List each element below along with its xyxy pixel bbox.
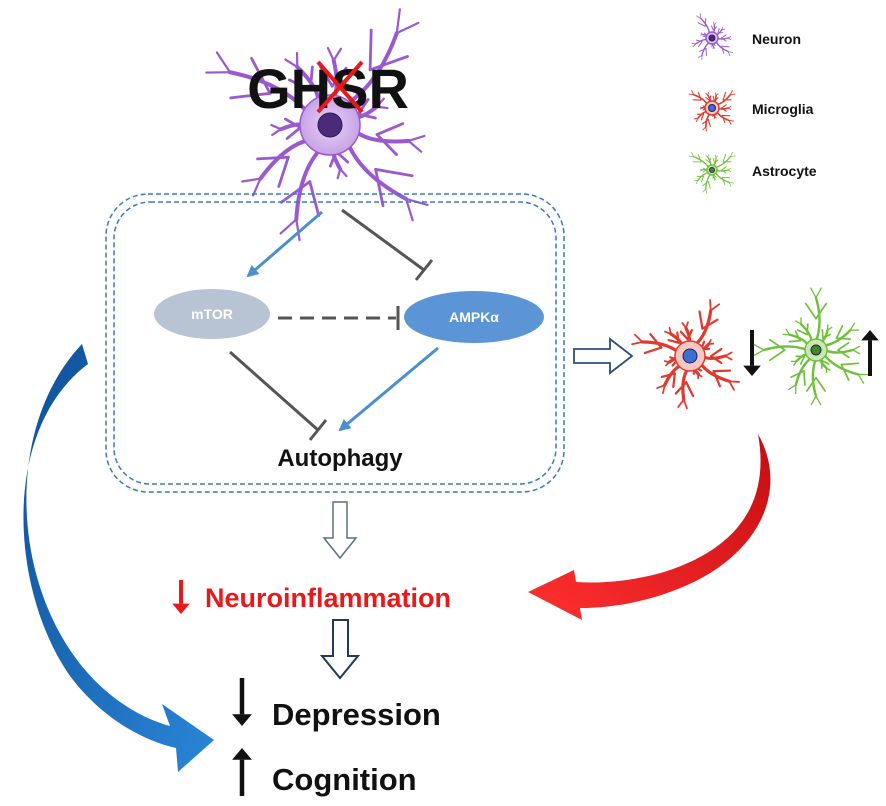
ampk-node [404, 291, 544, 343]
ampk-label: AMPKα [449, 309, 499, 325]
legend: Neuron Microglia Astrocyte [688, 13, 817, 194]
astrocyte-icon [753, 287, 870, 406]
astrocyte-up-arrow [861, 330, 879, 376]
ampk-to-autophagy-arrow [338, 346, 439, 432]
blue-curved-arrow [23, 344, 215, 772]
microglia-down-arrow [743, 330, 761, 376]
neuroinflammation-label: Neuroinflammation [205, 583, 451, 613]
legend-astrocyte-label: Astrocyte [752, 163, 817, 179]
microglia-icon [631, 299, 740, 410]
legend-astrocyte-icon [688, 151, 736, 194]
mtor-inhibits-autophagy [229, 350, 328, 441]
ghsr-to-mtor-arrow [246, 210, 323, 278]
ghsr-inhibits-ampk [341, 208, 434, 281]
depression-down-arrow [232, 678, 252, 726]
legend-microglia-label: Microglia [752, 101, 814, 117]
depression-label: Depression [272, 697, 441, 732]
red-curved-arrow [528, 434, 771, 620]
mtor-node [154, 289, 270, 339]
cognition-up-arrow [232, 748, 252, 796]
legend-neuron-icon [691, 13, 734, 60]
neuroinflammation-down-arrow [172, 580, 190, 614]
knockout-cross-icon [316, 60, 364, 114]
legend-neuron-label: Neuron [752, 31, 801, 47]
mtor-label: mTOR [191, 306, 233, 322]
receptor-label: GHSR [247, 57, 409, 120]
mtor-inhibits-ampk [278, 306, 400, 330]
box-to-glia-arrow [573, 337, 634, 375]
cognition-label: Cognition [272, 762, 417, 797]
neuron-icon [205, 8, 429, 242]
autophagy-label: Autophagy [277, 445, 403, 472]
legend-microglia-icon [688, 89, 736, 132]
autophagy-pathway-box [105, 193, 565, 493]
inflammation-to-depression-arrow [319, 619, 361, 680]
autophagy-to-inflammation-arrow [322, 501, 358, 560]
